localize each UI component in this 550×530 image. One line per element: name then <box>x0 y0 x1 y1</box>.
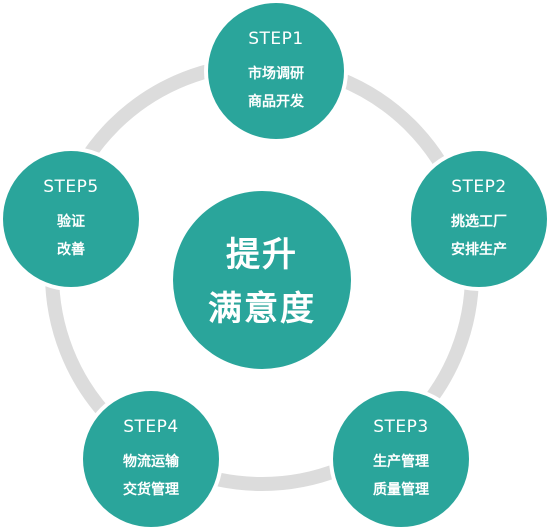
step-1-title: STEP1 <box>248 29 304 49</box>
step-3-circle: STEP3 生产管理 质量管理 <box>330 388 472 530</box>
step-4-line-2: 交货管理 <box>123 482 179 498</box>
step-3-title: STEP3 <box>373 417 429 437</box>
center-title-line-2: 满意度 <box>208 289 316 329</box>
step-2-title: STEP2 <box>451 177 507 197</box>
step-2-line-2: 安排生产 <box>451 242 507 258</box>
step-5-circle: STEP5 验证 改善 <box>0 148 142 290</box>
step-4-circle: STEP4 物流运输 交货管理 <box>80 388 222 530</box>
step-3-line-1: 生产管理 <box>373 454 429 470</box>
step-5-line-1: 验证 <box>57 214 85 230</box>
step-3-line-2: 质量管理 <box>373 482 429 498</box>
step-1-line-1: 市场调研 <box>248 66 304 82</box>
step-1-line-2: 商品开发 <box>248 94 304 110</box>
step-5-line-2: 改善 <box>57 242 85 258</box>
center-goal-circle: 提升 满意度 <box>173 191 351 369</box>
step-2-line-1: 挑选工厂 <box>451 214 507 230</box>
step-2-circle: STEP2 挑选工厂 安排生产 <box>408 148 550 290</box>
step-4-title: STEP4 <box>123 417 179 437</box>
step-4-line-1: 物流运输 <box>123 454 179 470</box>
step-1-circle: STEP1 市场调研 商品开发 <box>205 0 347 142</box>
center-title-line-1: 提升 <box>226 235 298 275</box>
step-5-title: STEP5 <box>43 177 99 197</box>
